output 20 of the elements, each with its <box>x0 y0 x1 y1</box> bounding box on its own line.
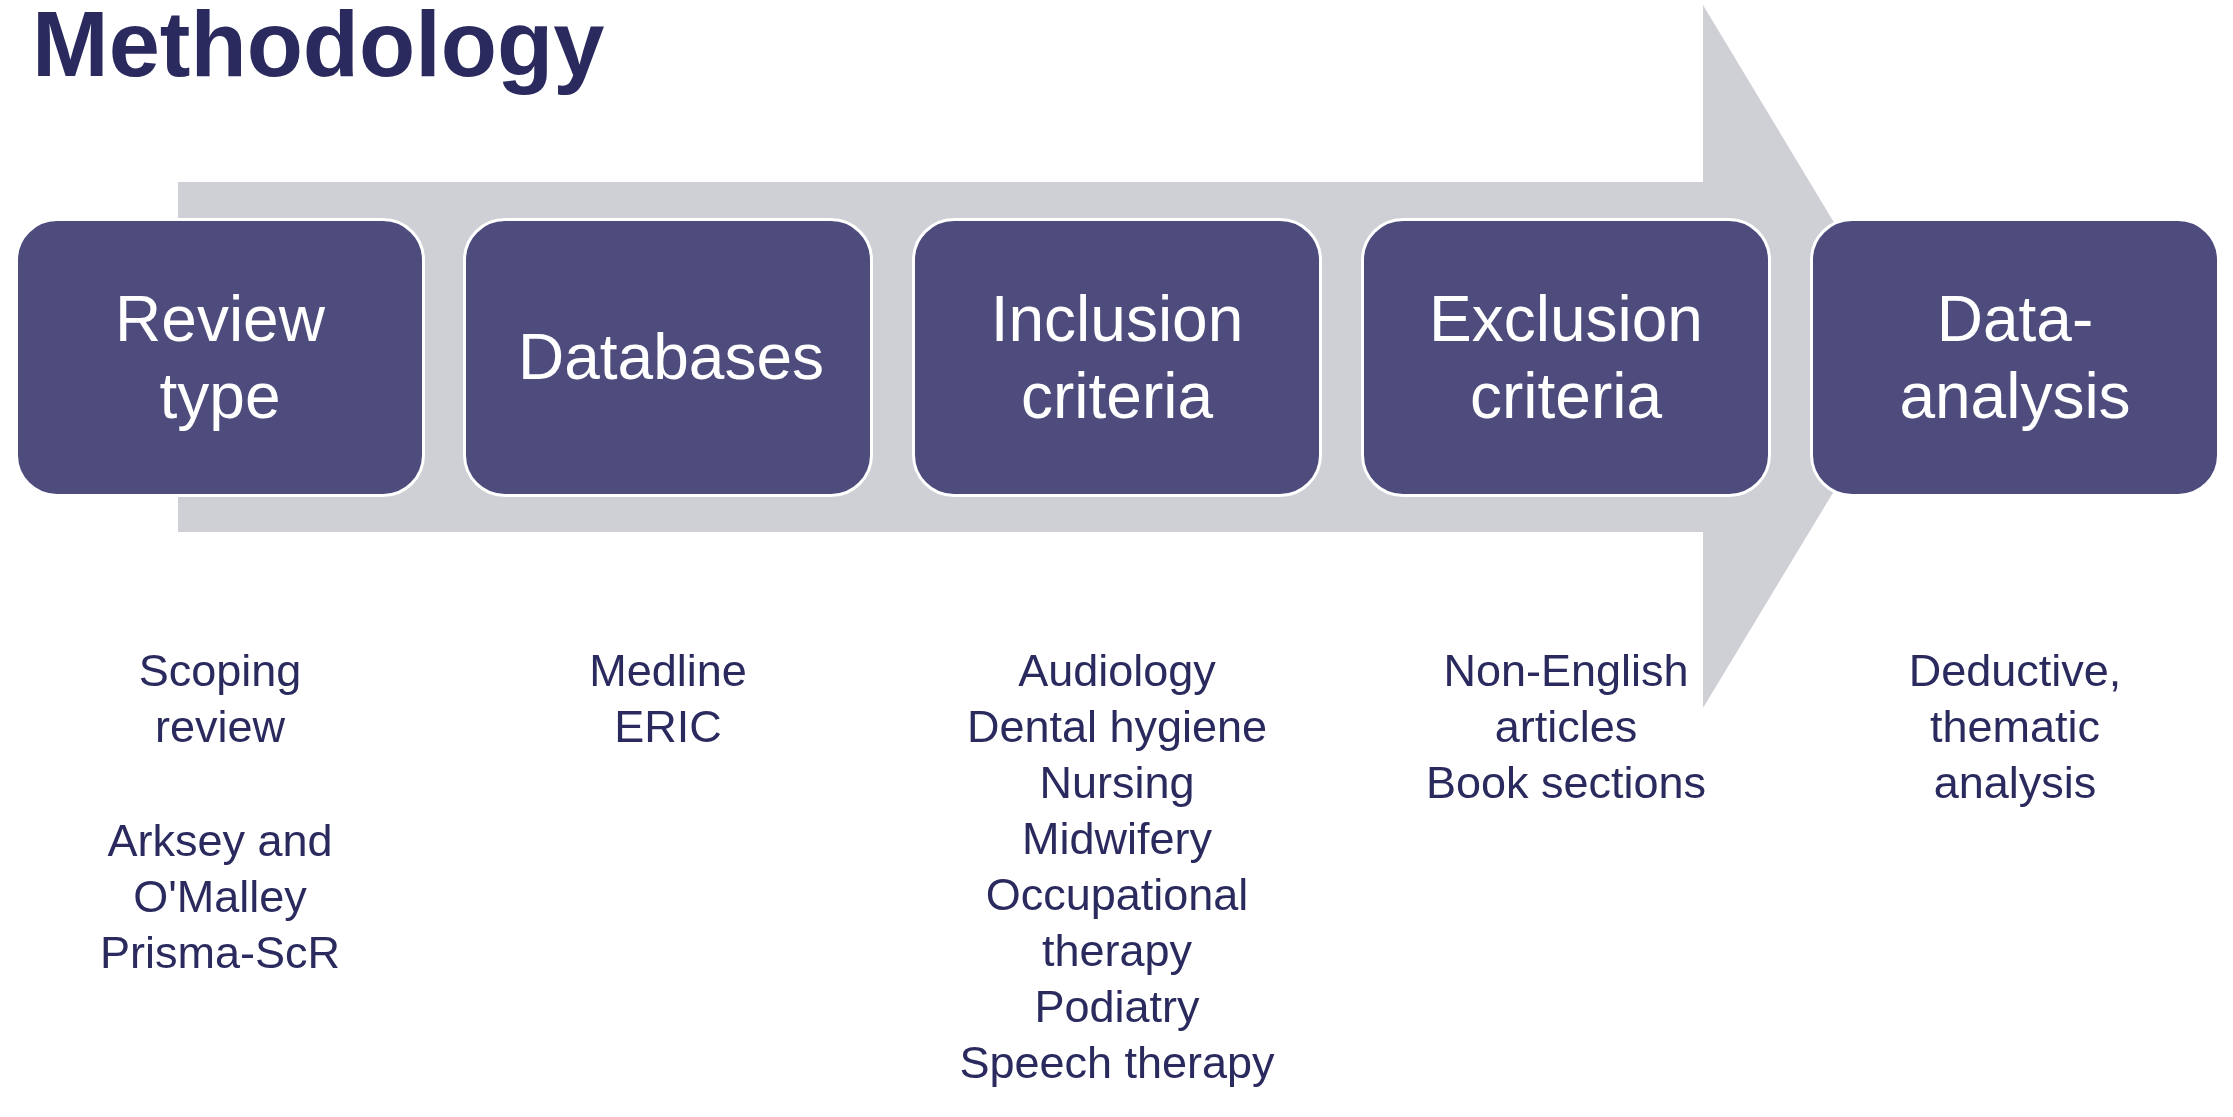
description-text: Scoping review <box>137 644 303 754</box>
description-text: Podiatry <box>1033 980 1201 1034</box>
description-text: Audiology <box>1017 644 1217 698</box>
step-label: Data-analysis <box>1898 281 2132 434</box>
description-text: Dental hygiene <box>965 700 1269 754</box>
description-text: Arksey and O'Malley <box>106 814 334 924</box>
step-label: Review type <box>114 281 326 434</box>
description-text: Non-English articles <box>1442 644 1690 754</box>
description-text: Deductive, thematic analysis <box>1907 644 2123 810</box>
description-text: Prisma-ScR <box>99 926 341 980</box>
description-text: Midwifery <box>1021 812 1213 866</box>
description-text: Book sections <box>1424 756 1708 810</box>
step-label: Inclusion criteria <box>989 281 1245 434</box>
description-text: Nursing <box>1038 756 1196 810</box>
description-text: Speech therapy <box>958 1036 1276 1090</box>
description-text: Occupational therapy <box>984 868 1250 978</box>
description-text: ERIC <box>613 700 723 754</box>
title: Methodology <box>32 0 605 97</box>
step-label: Exclusion criteria <box>1428 281 1704 434</box>
description-text: Medline <box>588 644 748 698</box>
